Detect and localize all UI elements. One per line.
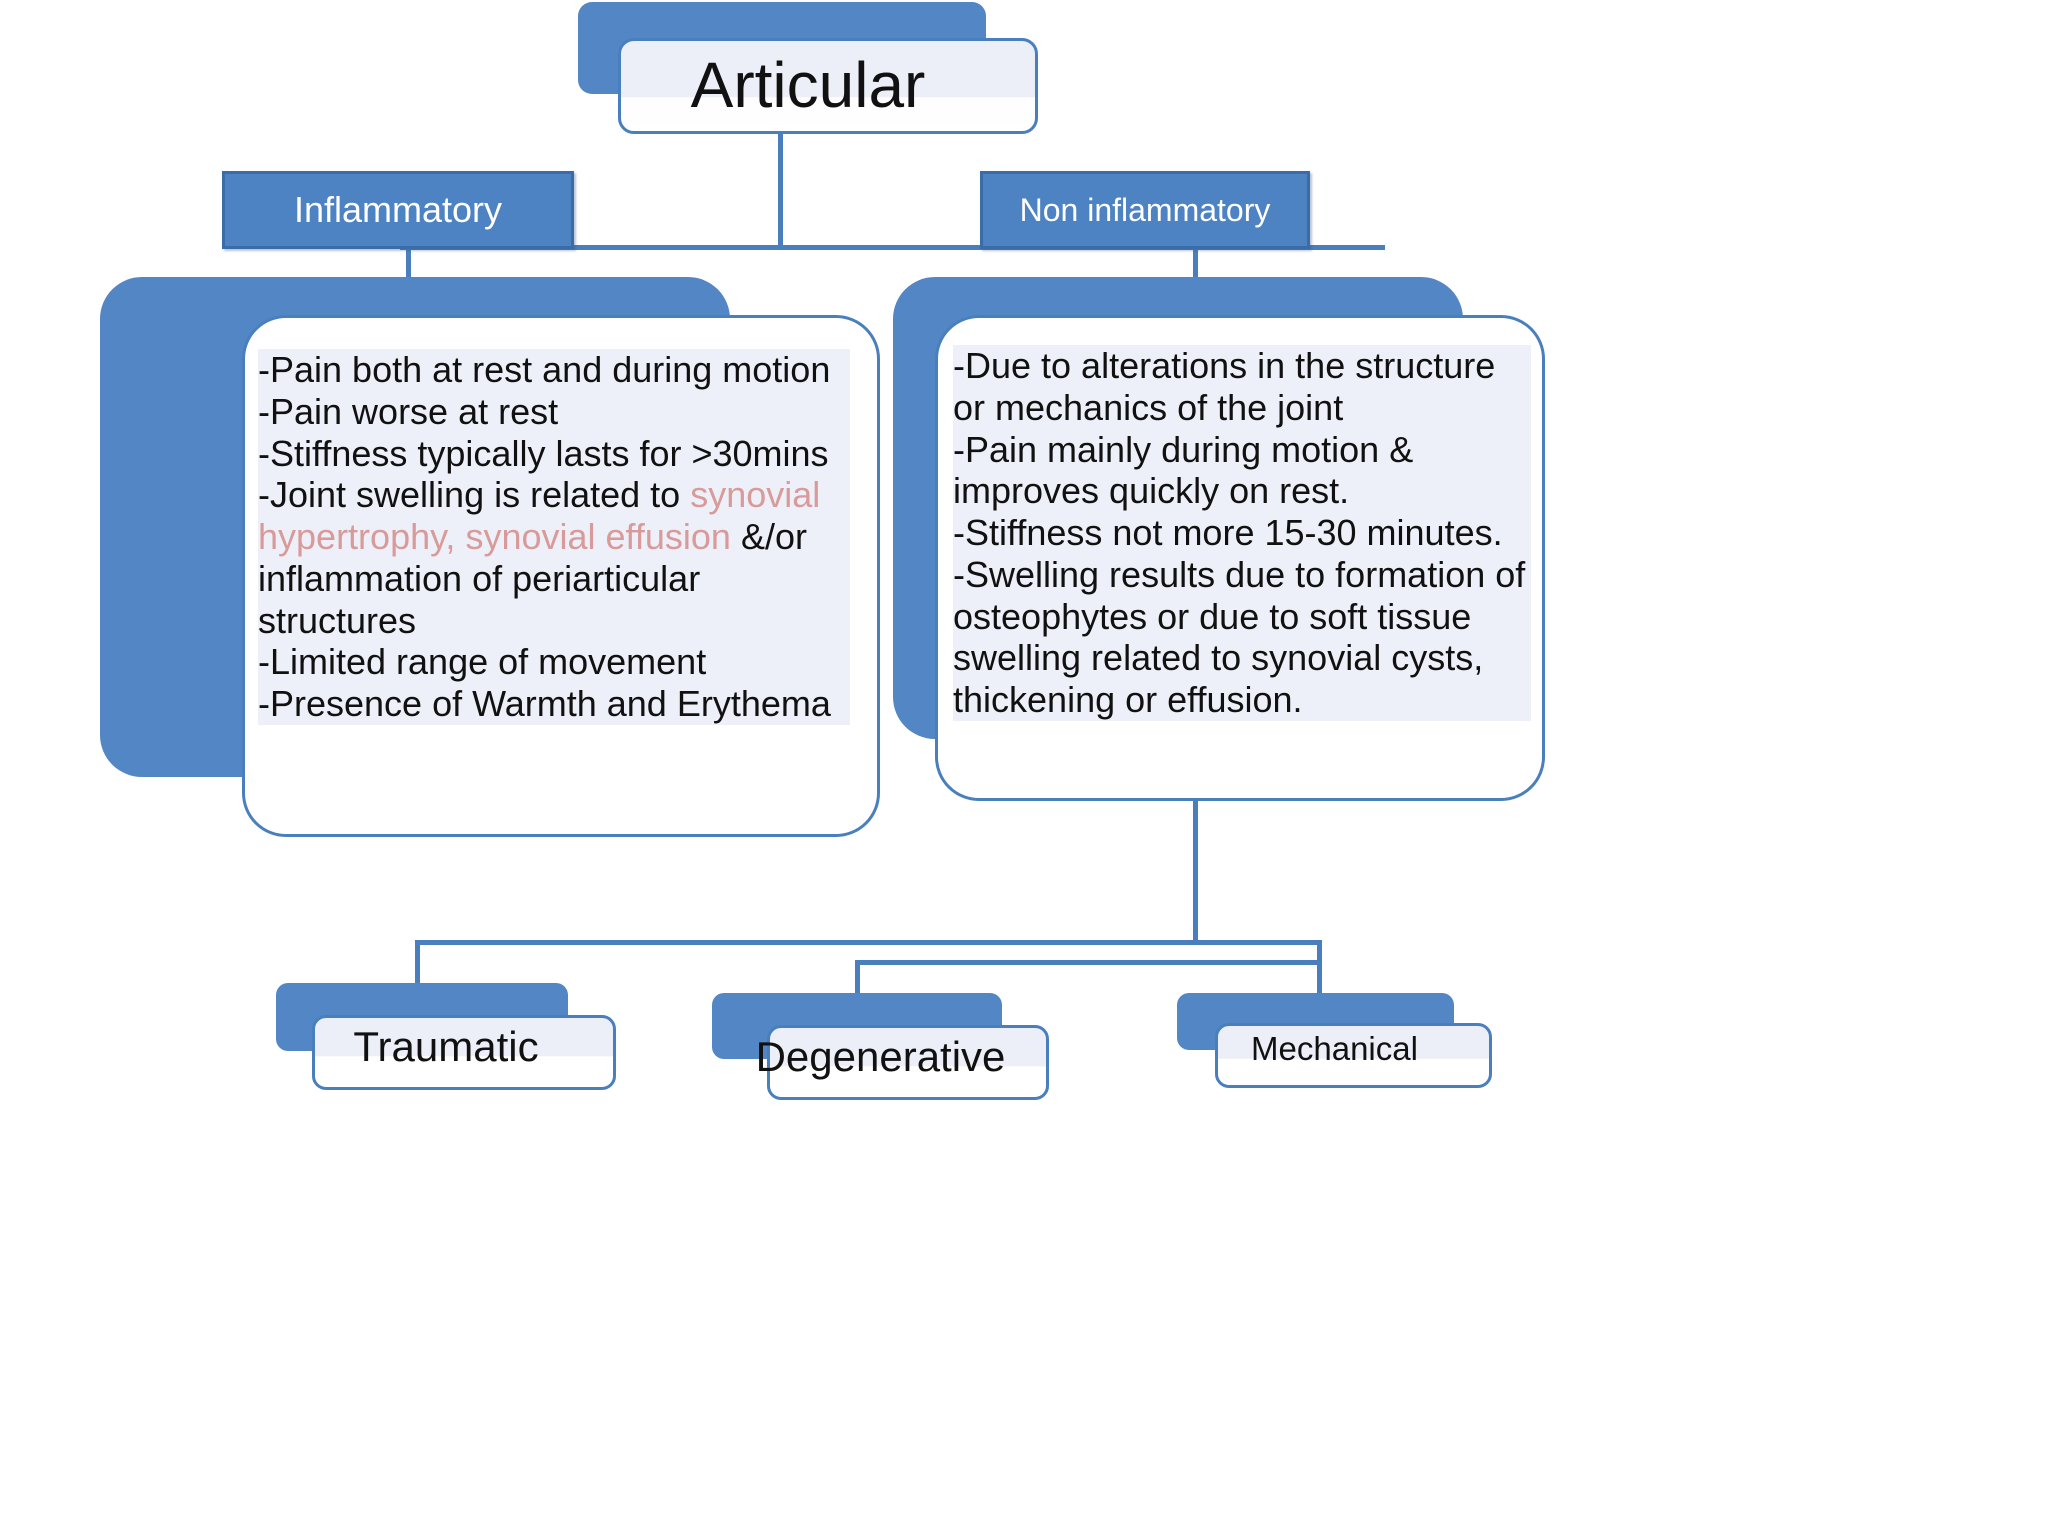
panel-inflammatory-line-1: -Pain both at rest and during motion	[258, 349, 831, 390]
node-traumatic-card	[312, 1015, 616, 1090]
node-articular-label: Articular	[690, 49, 926, 121]
node-degenerative-label: Degenerative	[755, 1033, 1006, 1080]
panel-inflammatory-line-3: -Stiffness typically lasts for >30mins	[258, 432, 829, 474]
panel-inflammatory-line-2: -Pain worse at rest	[258, 390, 559, 432]
node-inflammatory-label: Inflammatory	[293, 189, 503, 230]
connector-inflammatory-vertical	[406, 245, 411, 295]
connector-degenerative-bus	[855, 960, 1320, 965]
connector-mechanical-vertical	[1317, 940, 1322, 998]
panel-inflammatory-text: -Pain both at rest and during motion-Pai…	[258, 349, 850, 725]
panel-non-inflammatory-line-3: -Stiffness not more 15-30 minutes.	[953, 512, 1503, 553]
panel-non-inflammatory-line-2: -Pain mainly during motion & improves qu…	[953, 428, 1414, 512]
node-degenerative[interactable]: Degenerative	[712, 993, 1049, 1100]
node-mechanical[interactable]: Mechanical	[1177, 993, 1492, 1088]
node-non-inflammatory[interactable]: Non inflammatory	[980, 171, 1310, 249]
panel-non-inflammatory-line-1: -Due to alterations in the structure or …	[953, 345, 1496, 428]
node-non-inflammatory-label: Non inflammatory	[1019, 191, 1271, 228]
panel-inflammatory-details[interactable]: -Pain both at rest and during motion-Pai…	[100, 277, 880, 837]
panel-non-inflammatory-details[interactable]: -Due to alterations in the structure or …	[893, 277, 1545, 801]
node-articular-card	[618, 38, 1038, 134]
node-traumatic[interactable]: Traumatic	[276, 983, 616, 1090]
connector-degenerative-vertical	[855, 960, 860, 998]
node-articular[interactable]: Articular	[578, 2, 1038, 134]
panel-non-inflammatory-text: -Due to alterations in the structure or …	[953, 345, 1531, 721]
connector-traumatic-vertical	[415, 940, 420, 990]
connector-leaf-bus	[415, 940, 1320, 945]
connector-noninflam-panel-down	[1193, 795, 1198, 943]
node-degenerative-card	[767, 1025, 1049, 1100]
panel-inflammatory-line-4-pre: -Joint swelling is related to	[258, 474, 691, 516]
connector-noninflammatory-vertical	[1193, 245, 1198, 295]
panel-inflammatory-line-4-post: &/or inflammation of periarticular struc…	[258, 516, 807, 641]
panel-inflammatory-line-5: -Limited range of movement	[258, 641, 707, 683]
connector-level2-bus	[400, 245, 1385, 250]
node-mechanical-card	[1215, 1023, 1492, 1088]
panel-inflammatory-line-4-highlight: synovial hypertrophy, synovial effusion	[258, 474, 821, 557]
panel-inflammatory-line-6: -Presence of Warmth and Erythema	[258, 683, 831, 724]
node-inflammatory[interactable]: Inflammatory	[222, 171, 574, 249]
connector-root-vertical	[778, 131, 783, 248]
panel-non-inflammatory-line-4: -Swelling results due to formation of os…	[953, 553, 1526, 720]
node-mechanical-label: Mechanical	[1251, 1030, 1418, 1067]
node-traumatic-label: Traumatic	[353, 1023, 539, 1070]
